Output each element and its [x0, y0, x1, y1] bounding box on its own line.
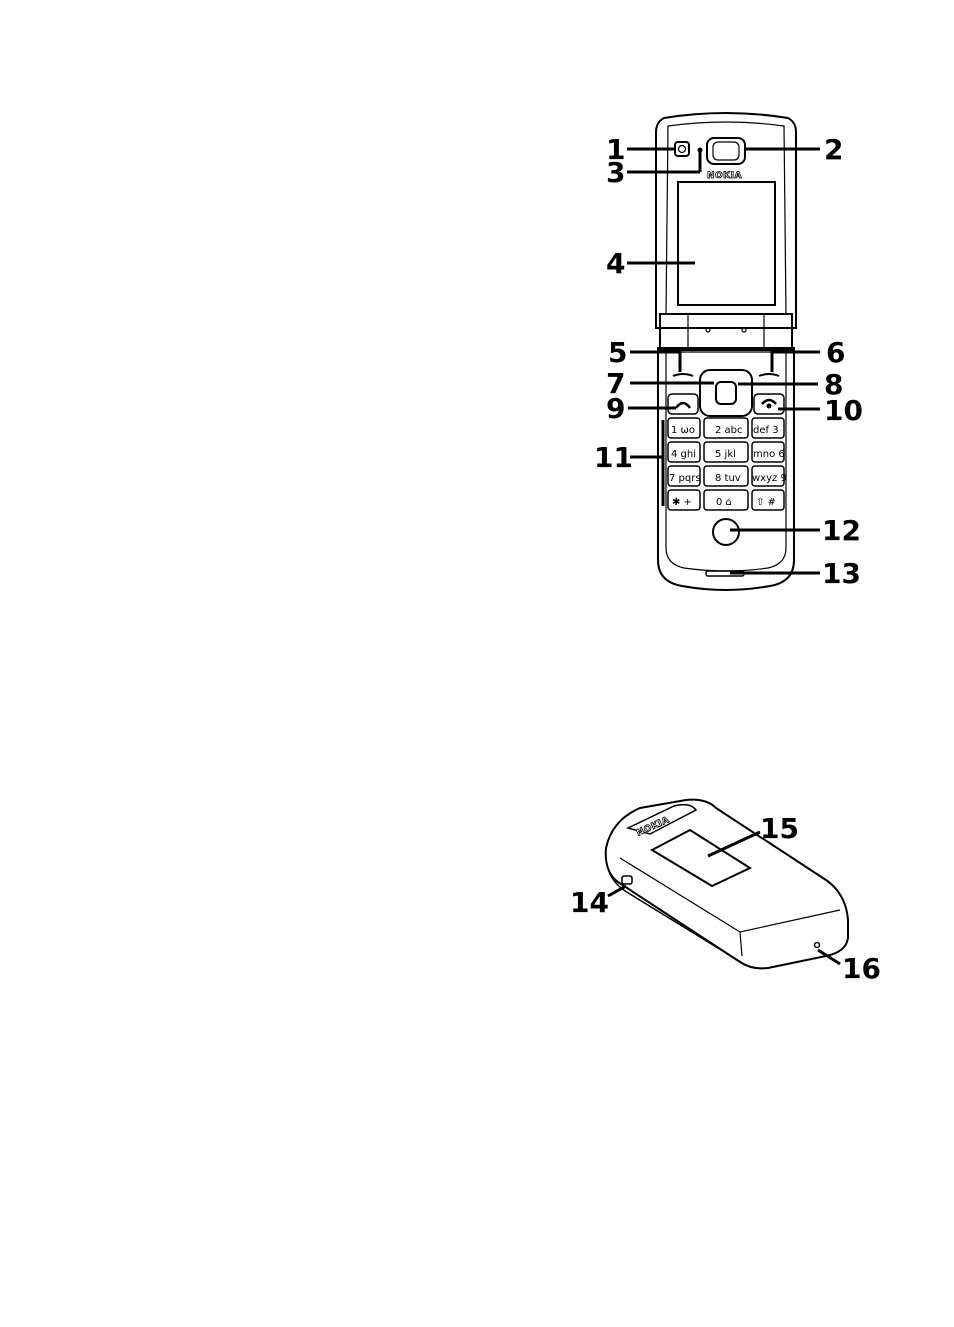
- key-7-label: 7 pqrs: [669, 473, 701, 484]
- closed-phone-lower-edge: [608, 868, 744, 964]
- key-hash-label: ⇧ #: [756, 497, 776, 508]
- key-9-label: wxyz 9: [752, 473, 787, 484]
- callout-11: 11: [594, 441, 633, 474]
- callout-12: 12: [822, 514, 861, 547]
- callout-14: 14: [570, 886, 609, 919]
- callout-3: 3: [606, 156, 625, 189]
- light-sensor: [699, 149, 702, 152]
- key-0-label: 0 ⌂: [716, 497, 732, 508]
- call-key-icon: [676, 403, 690, 408]
- closed-phone-body: [606, 800, 848, 969]
- key-star-label: ✱ +: [672, 497, 692, 508]
- callout-9: 9: [606, 392, 625, 425]
- callout-2: 2: [824, 133, 843, 166]
- callout-numbers: 1 2 3 4 5 6 7 8 9 10 11 12 13 14 15 16: [570, 133, 881, 985]
- key-2-label: 2 abc: [715, 425, 743, 436]
- callout-15: 15: [760, 812, 799, 845]
- closed-phone: NOKIA: [606, 800, 848, 969]
- key-6-label: mno 6: [753, 449, 785, 460]
- callout-16: 16: [842, 952, 881, 985]
- callout-10: 10: [824, 394, 863, 427]
- front-camera: [675, 142, 689, 156]
- key-1-label: 1 ωo: [671, 425, 695, 436]
- key-5-label: 5 jkl: [715, 449, 736, 460]
- flip-upper-inner: [666, 122, 786, 314]
- strap-eyelet: [815, 943, 820, 948]
- leader-lines: [608, 149, 840, 964]
- hinge: [660, 314, 792, 350]
- side-connector: [622, 876, 632, 884]
- earpiece-inner: [713, 142, 739, 160]
- closed-brand-logo: NOKIA: [635, 815, 671, 838]
- left-selection-key[interactable]: [673, 374, 693, 376]
- key-3-label: def 3: [753, 425, 779, 436]
- main-display: [678, 182, 775, 305]
- callout-4: 4: [606, 247, 625, 280]
- end-key-icon: [762, 400, 776, 404]
- middle-selection-key[interactable]: [716, 382, 736, 404]
- navi-key[interactable]: [700, 370, 752, 416]
- front-camera-lens: [679, 146, 686, 153]
- callout-5: 5: [608, 336, 627, 369]
- right-selection-key[interactable]: [759, 374, 779, 376]
- callout-13: 13: [822, 557, 861, 590]
- brand-logo: NOKIA: [707, 171, 742, 181]
- key-8-label: 8 tuv: [715, 473, 741, 484]
- cover-display: [652, 830, 750, 886]
- key-4-label: 4 ghi: [671, 449, 696, 460]
- callout-6: 6: [826, 336, 845, 369]
- closed-phone-side-seam: [740, 932, 742, 956]
- microphone: [713, 519, 739, 545]
- closed-phone-top-seam: [620, 858, 840, 932]
